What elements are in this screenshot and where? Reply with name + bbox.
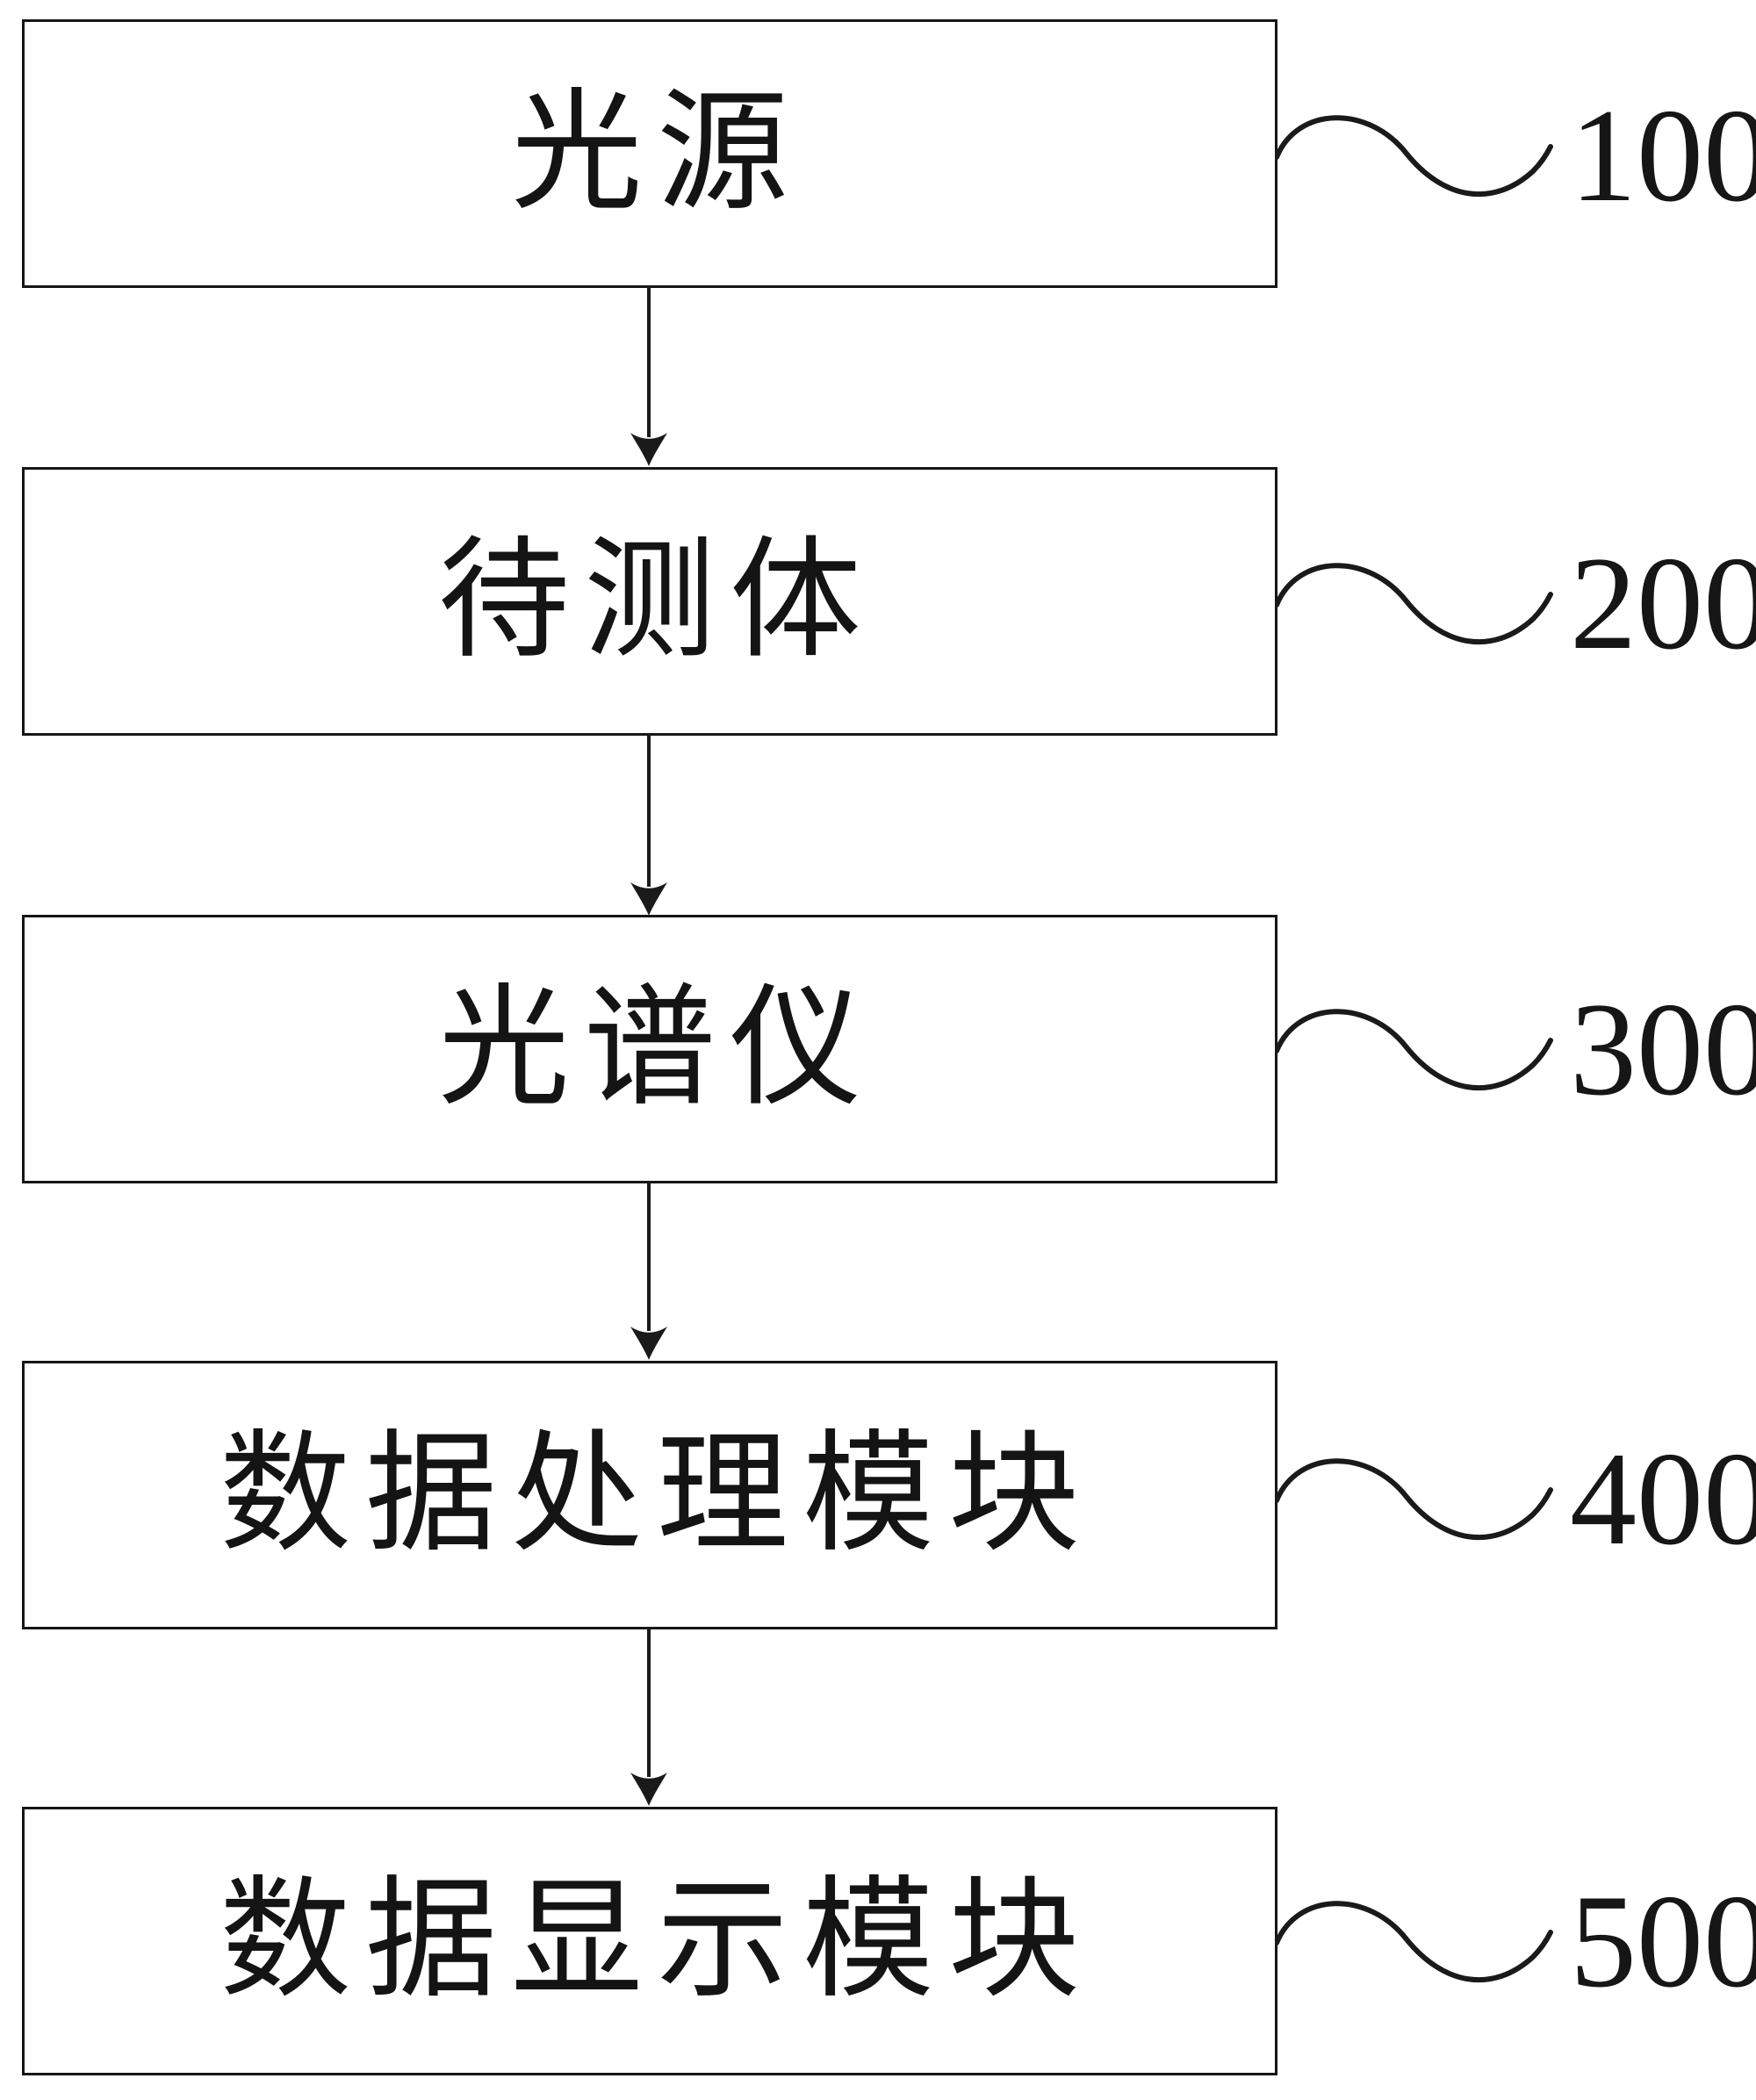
module-box-data-processing: 数据处理模块 [22,1361,1277,1629]
arrow-stem [647,286,651,437]
flow-arrow [629,1628,669,1807]
reference-connector-squiggle [1275,1901,1553,1983]
down-arrowhead-icon [630,882,667,916]
arrow-stem [647,1628,651,1777]
module-box-data-display: 数据显示模块 [22,1807,1277,2075]
ref-number: 300 [1570,975,1756,1123]
module-label: 数据处理模块 [219,1422,1094,1568]
module-box-spectrometer: 光谱仪 [22,915,1277,1183]
module-label: 待测体 [437,529,875,674]
module-box-light-source: 光源 [22,19,1277,288]
flow-arrow [629,1182,669,1361]
flow-arrow [629,734,669,917]
arrow-stem [647,734,651,887]
module-label: 光源 [510,81,802,227]
down-arrowhead-icon [630,1773,667,1806]
module-box-test-object: 待测体 [22,467,1277,736]
reference-connector-squiggle [1275,1009,1553,1091]
reference-connector-squiggle [1275,115,1553,198]
module-label: 光谱仪 [437,976,875,1122]
arrow-stem [647,1182,651,1331]
ref-number: 100 [1570,82,1756,229]
down-arrowhead-icon [630,433,667,466]
flow-arrow [629,286,669,467]
reference-connector-squiggle [1275,1458,1553,1541]
ref-number: 500 [1570,1867,1756,2015]
reference-connector-squiggle [1275,563,1553,645]
ref-number: 200 [1570,529,1756,677]
module-label: 数据显示模块 [219,1868,1094,2014]
ref-number: 400 [1570,1425,1756,1572]
down-arrowhead-icon [630,1327,667,1360]
